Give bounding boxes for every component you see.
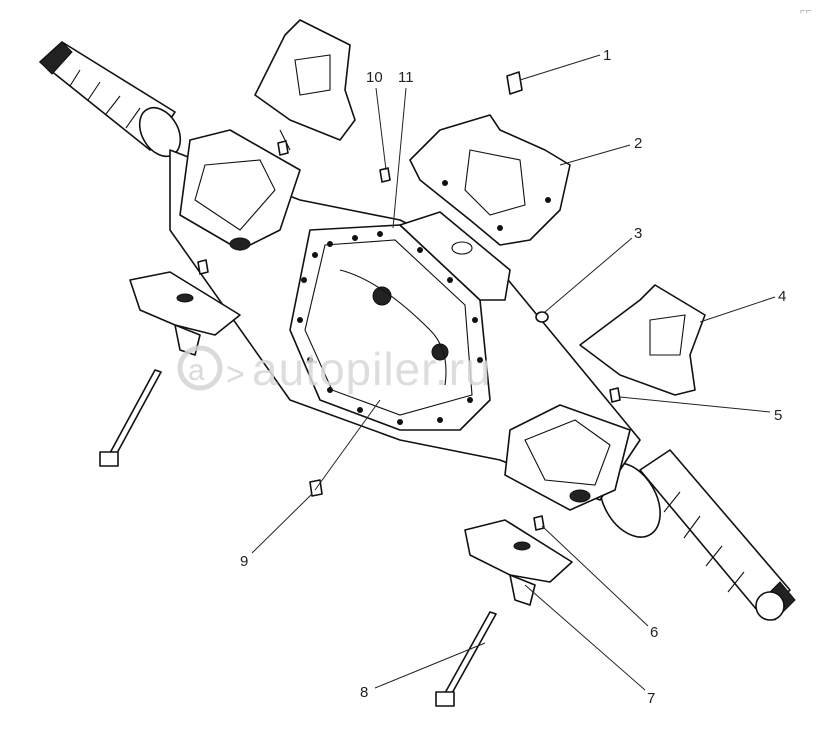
left-upper-bracket <box>254 19 356 151</box>
nut-part-3 <box>535 311 549 323</box>
label-7: 7 <box>647 690 655 707</box>
corner-mark: ⌐⌐ <box>800 6 812 17</box>
label-8: 8 <box>360 684 368 701</box>
left-spindle <box>39 41 182 158</box>
axle-housing <box>39 41 796 621</box>
callout-labels: 1 2 3 4 5 6 7 8 9 10 11 <box>240 47 786 707</box>
right-upper-bracket <box>579 284 706 396</box>
cover-bolt-holes <box>297 231 483 425</box>
bolt-part-1 <box>506 71 523 95</box>
stud-part-6 <box>533 515 545 531</box>
label-6: 6 <box>650 624 658 641</box>
label-11: 11 <box>398 69 414 86</box>
watermark: a > autopiler.ru <box>177 343 492 395</box>
label-4: 4 <box>778 288 786 305</box>
right-lower-plate <box>464 519 573 606</box>
watermark-arrow: > <box>226 356 245 392</box>
watermark-glyph: a <box>188 354 205 387</box>
watermark-text: autopiler.ru <box>252 343 492 395</box>
right-spring-seat <box>504 404 631 511</box>
leader-lines <box>251 54 776 691</box>
label-1: 1 <box>603 47 611 64</box>
label-3: 3 <box>634 225 642 242</box>
center-bracket <box>409 114 571 246</box>
left-spring-seat <box>179 129 301 251</box>
left-stud <box>197 140 289 275</box>
label-10: 10 <box>366 69 383 86</box>
right-spindle <box>599 449 796 621</box>
left-u-bolt <box>99 369 162 467</box>
plug-part-10 <box>379 167 391 183</box>
label-5: 5 <box>774 407 782 424</box>
stud-part-5 <box>609 387 621 403</box>
label-9: 9 <box>240 553 248 570</box>
right-u-bolt <box>435 611 497 707</box>
label-2: 2 <box>634 135 642 152</box>
